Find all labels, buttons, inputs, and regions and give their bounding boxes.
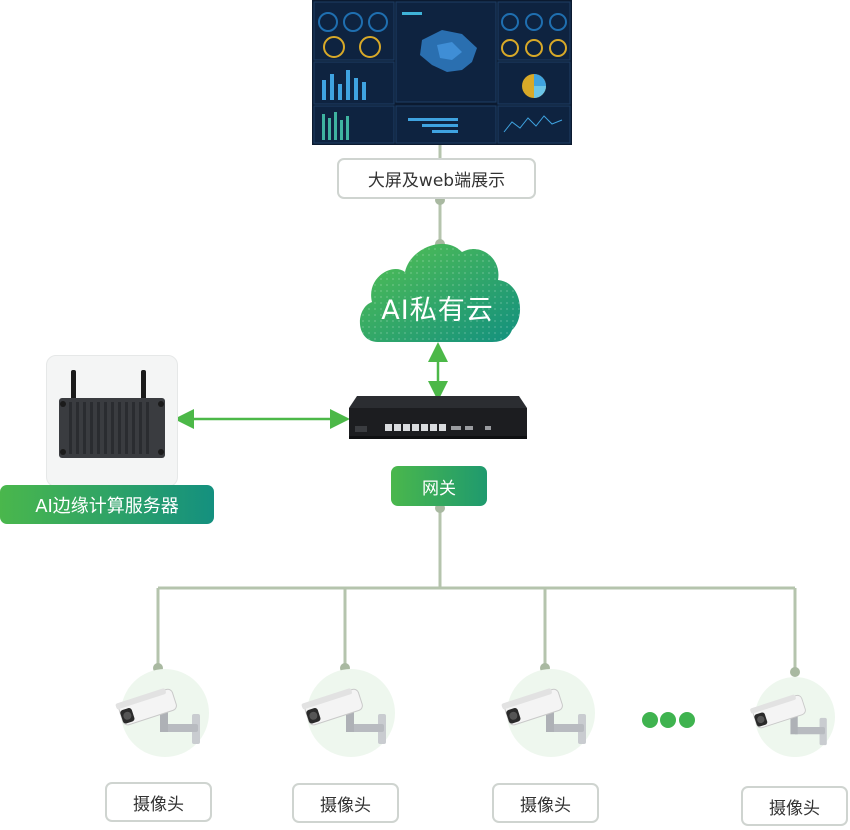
gateway-label-box: 网关	[391, 466, 487, 506]
camera-unit-2	[296, 668, 406, 758]
ellipsis-icon	[642, 712, 695, 728]
edge-server-label: AI边缘计算服务器	[35, 495, 179, 517]
cctv-camera-icon	[115, 669, 209, 757]
edge-server-card	[46, 355, 178, 487]
camera-unit-1	[110, 668, 220, 758]
camera-label-box-3: 摄像头	[492, 783, 599, 823]
cloud-icon	[359, 243, 521, 342]
camera-label-box-2: 摄像头	[292, 783, 399, 823]
cctv-camera-icon	[750, 677, 835, 757]
cctv-camera-icon	[501, 669, 595, 757]
cctv-camera-icon	[301, 669, 395, 757]
camera-unit-3	[496, 668, 606, 758]
router-icon	[347, 392, 529, 442]
display-label: 大屏及web端展示	[367, 171, 506, 191]
camera-unit-4	[745, 672, 845, 762]
edge-server-label-box: AI边缘计算服务器	[0, 485, 214, 524]
camera-label: 摄像头	[769, 798, 820, 819]
camera-label: 摄像头	[320, 795, 371, 816]
camera-label: 摄像头	[520, 795, 571, 816]
gateway-label: 网关	[422, 478, 456, 499]
camera-label-box-4: 摄像头	[741, 786, 848, 826]
camera-label-box-1: 摄像头	[105, 782, 212, 822]
connector-dot	[790, 667, 800, 677]
dashboard-screen-icon	[312, 0, 572, 145]
display-label-box: 大屏及web端展示	[337, 158, 536, 199]
camera-label: 摄像头	[133, 794, 184, 815]
cloud-label: AI私有云	[381, 295, 494, 326]
edge-server-icon	[59, 370, 165, 458]
